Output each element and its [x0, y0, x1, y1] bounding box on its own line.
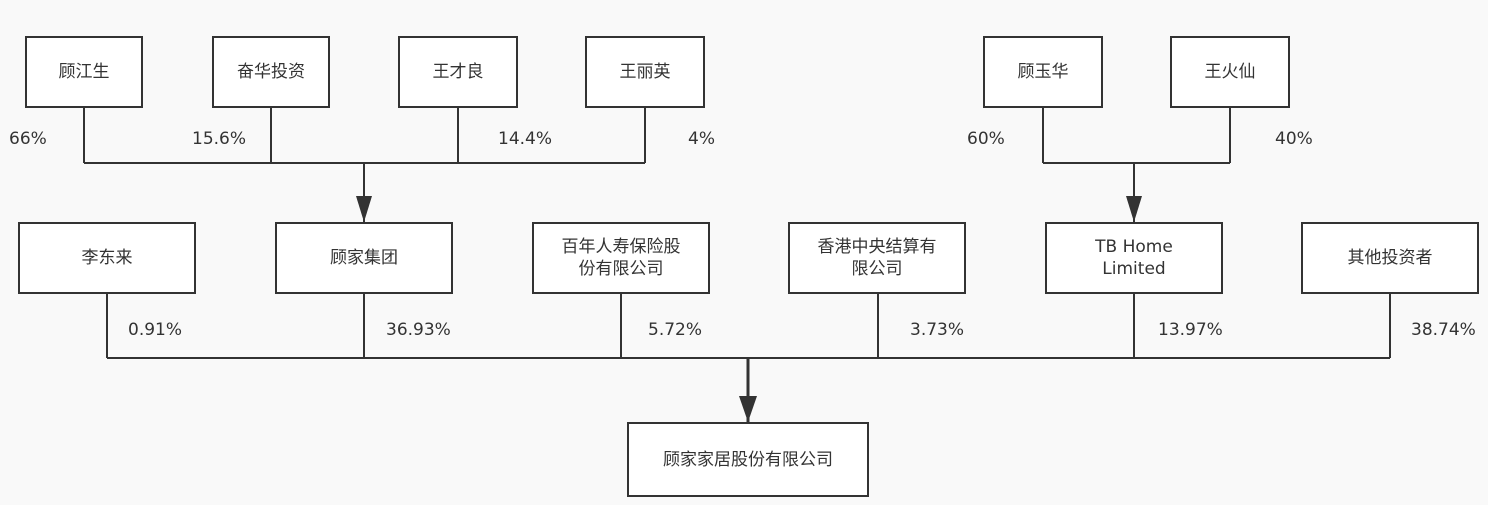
box-target-company: 顾家家居股份有限公司 [627, 422, 869, 497]
box-fenhua-investment: 奋华投资 [212, 36, 330, 108]
box-gujia-group: 顾家集团 [275, 222, 453, 294]
box-wangliying-label: 王丽英 [619, 62, 671, 82]
box-guyuhua-label: 顾玉华 [1017, 62, 1069, 82]
percent-gujia-group: 36.93% [386, 320, 451, 340]
box-guyuhua: 顾玉华 [983, 36, 1103, 108]
box-wanghuoxian: 王火仙 [1170, 36, 1290, 108]
arrowhead-to-gujia-group [356, 196, 372, 222]
box-other-investors: 其他投资者 [1301, 222, 1479, 294]
percent-lidonglai: 0.91% [128, 320, 183, 340]
percent-gujiangsheng: 66% [9, 129, 47, 149]
box-hkscc-label: 香港中央结算有 限公司 [817, 237, 937, 279]
box-gujia-group-label: 顾家集团 [330, 248, 398, 268]
box-fenhua-investment-label: 奋华投资 [237, 62, 305, 82]
percent-other-investors: 38.74% [1411, 320, 1476, 340]
box-bainian-insurance: 百年人寿保险股 份有限公司 [532, 222, 710, 294]
box-tb-home-limited-label: TB Home Limited [1095, 237, 1173, 279]
box-gujiangsheng: 顾江生 [25, 36, 143, 108]
percent-tb-home-limited: 13.97% [1158, 320, 1223, 340]
percent-wanghuoxian: 40% [1275, 129, 1313, 149]
box-wangliying: 王丽英 [585, 36, 705, 108]
box-lidonglai-label: 李东来 [81, 248, 133, 268]
percent-fenhua-investment: 15.6% [192, 129, 247, 149]
percent-hkscc: 3.73% [910, 320, 965, 340]
percent-bainian-insurance: 5.72% [648, 320, 703, 340]
box-bainian-insurance-label: 百年人寿保险股 份有限公司 [561, 237, 681, 279]
box-wanghuoxian-label: 王火仙 [1204, 62, 1256, 82]
percent-wangliying: 4% [688, 129, 715, 149]
box-hkscc: 香港中央结算有 限公司 [788, 222, 966, 294]
arrowhead-to-tb-home [1126, 196, 1142, 222]
box-wangcailiang-label: 王才良 [432, 62, 484, 82]
box-other-investors-label: 其他投资者 [1347, 248, 1433, 268]
box-lidonglai: 李东来 [18, 222, 196, 294]
arrowhead-to-target [739, 396, 757, 422]
box-tb-home-limited: TB Home Limited [1045, 222, 1223, 294]
box-target-company-label: 顾家家居股份有限公司 [663, 449, 833, 470]
box-gujiangsheng-label: 顾江生 [58, 62, 110, 82]
box-wangcailiang: 王才良 [398, 36, 518, 108]
percent-wangcailiang: 14.4% [498, 129, 553, 149]
percent-guyuhua: 60% [967, 129, 1005, 149]
